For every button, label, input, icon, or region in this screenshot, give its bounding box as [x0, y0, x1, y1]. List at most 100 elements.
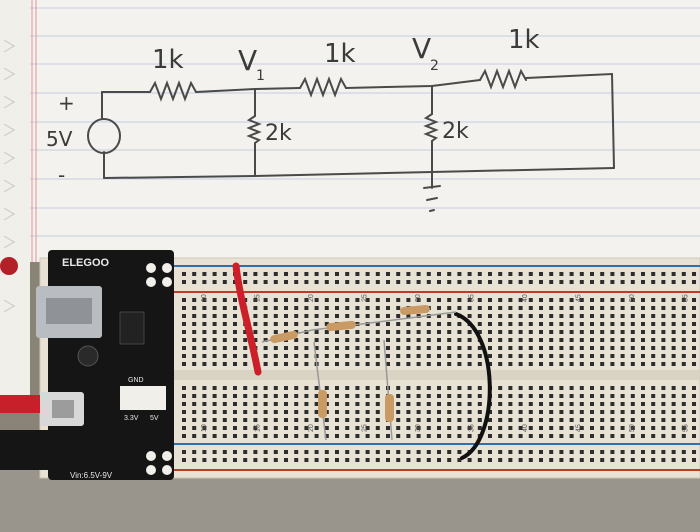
breadboard-hole: [528, 418, 533, 422]
column-number-bottom: 50: [629, 424, 636, 432]
breadboard-hole: [498, 434, 503, 438]
breadboard-hole: [508, 362, 513, 366]
breadboard-hole: [202, 418, 207, 422]
breadboard-hole: [192, 394, 197, 398]
breadboard-hole: [212, 386, 217, 390]
breadboard-hole: [212, 418, 217, 422]
breadboard-hole: [365, 298, 370, 302]
breadboard-hole: [396, 330, 401, 334]
breadboard-hole: [396, 298, 401, 302]
breadboard-hole: [498, 338, 503, 342]
breadboard-hole: [681, 450, 686, 454]
breadboard-hole: [579, 434, 584, 438]
breadboard-hole: [498, 362, 503, 366]
breadboard-hole: [447, 410, 452, 414]
breadboard-hole: [488, 322, 492, 326]
breadboard-hole: [437, 418, 441, 422]
breadboard-hole: [692, 272, 696, 276]
breadboard-hole: [345, 306, 350, 310]
breadboard-hole: [182, 272, 186, 276]
breadboard-hole: [386, 458, 390, 462]
breadboard-hole: [396, 394, 401, 398]
breadboard-hole: [508, 418, 513, 422]
breadboard-hole: [518, 434, 523, 438]
breadboard-hole: [365, 386, 370, 390]
breadboard-hole: [314, 426, 319, 430]
breadboard-hole: [498, 426, 503, 430]
breadboard-hole: [518, 314, 523, 318]
breadboard-hole: [202, 272, 207, 276]
breadboard-hole: [610, 298, 615, 302]
breadboard-hole: [406, 338, 411, 342]
breadboard-hole: [620, 458, 625, 462]
breadboard-hole: [365, 338, 370, 342]
breadboard-hole: [579, 306, 584, 310]
breadboard-hole: [467, 410, 472, 414]
breadboard-hole: [447, 434, 452, 438]
breadboard-hole: [182, 458, 186, 462]
breadboard-hole: [630, 410, 635, 414]
breadboard-hole: [681, 346, 686, 350]
breadboard-hole: [212, 362, 217, 366]
breadboard-hole: [681, 426, 686, 430]
breadboard-hole: [569, 272, 574, 276]
breadboard-hole: [273, 354, 278, 358]
breadboard-hole: [222, 338, 227, 342]
breadboard-hole: [671, 338, 676, 342]
ground-wire: [103, 167, 615, 179]
breadboard-hole: [528, 402, 533, 406]
breadboard-hole: [539, 280, 543, 284]
capacitor: [77, 345, 99, 367]
breadboard-hole: [304, 386, 309, 390]
breadboard-hole: [559, 410, 564, 414]
breadboard-hole: [528, 280, 533, 284]
breadboard-hole: [233, 394, 237, 398]
column-number-top: 50: [629, 294, 636, 302]
breadboard-hole: [243, 338, 248, 342]
breadboard-hole: [202, 314, 207, 318]
breadboard-hole: [651, 338, 656, 342]
breadboard-hole: [457, 426, 462, 430]
breadboard-hole: [375, 298, 380, 302]
breadboard-hole: [345, 362, 350, 366]
breadboard-hole: [518, 402, 523, 406]
breadboard-hole: [284, 386, 288, 390]
breadboard-hole: [294, 272, 299, 276]
breadboard-hole: [600, 426, 605, 430]
source-plus-label: +: [58, 91, 75, 115]
breadboard-hole: [253, 410, 258, 414]
breadboard-hole: [620, 338, 625, 342]
breadboard-hole: [182, 418, 186, 422]
breadboard-hole: [600, 450, 605, 454]
breadboard-hole: [498, 386, 503, 390]
breadboard-hole: [437, 458, 441, 462]
breadboard-hole: [426, 434, 431, 438]
breadboard-hole: [610, 354, 615, 358]
breadboard-hole: [304, 458, 309, 462]
breadboard-hole: [345, 346, 350, 350]
breadboard-hole: [508, 338, 513, 342]
breadboard-hole: [549, 418, 554, 422]
breadboard-hole: [498, 346, 503, 350]
breadboard-hole: [569, 330, 574, 334]
breadboard-hole: [243, 386, 248, 390]
breadboard-hole: [508, 410, 513, 414]
breadboard-hole: [253, 418, 258, 422]
breadboard-hole: [579, 314, 584, 318]
breadboard-hole: [437, 298, 441, 302]
breadboard-hole: [641, 272, 645, 276]
breadboard-hole: [518, 338, 523, 342]
breadboard-hole: [345, 394, 350, 398]
breadboard-hole: [396, 314, 401, 318]
paper-left-edge: [0, 0, 30, 400]
node1-label: V: [238, 44, 257, 77]
breadboard-hole: [488, 450, 492, 454]
breadboard-hole: [488, 418, 492, 422]
breadboard-hole: [202, 450, 207, 454]
breadboard-hole: [304, 346, 309, 350]
breadboard-hole: [386, 346, 390, 350]
breadboard-hole: [335, 450, 339, 454]
breadboard-hole: [182, 434, 186, 438]
breadboard-hole: [477, 354, 482, 358]
paper-rules: [0, 7, 700, 237]
